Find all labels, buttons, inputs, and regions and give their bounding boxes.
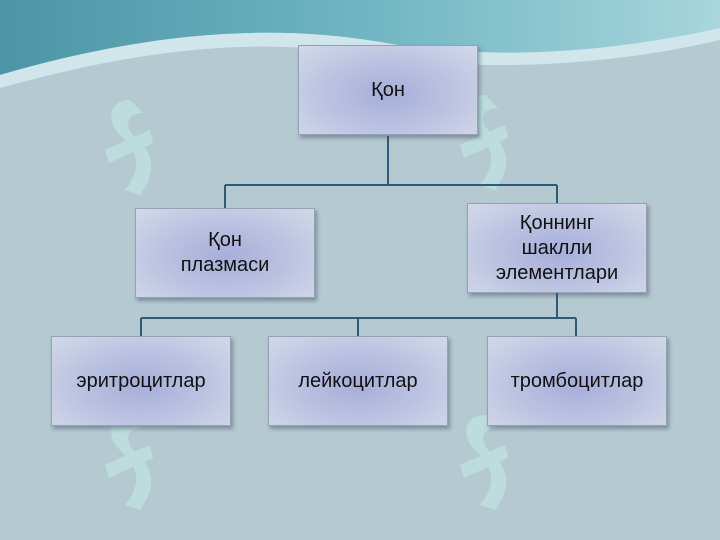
watermark-logo [450,410,530,520]
node-blood-plasma-label: Қон плазмаси [180,229,270,276]
node-erythrocytes-label: эритроцитлар [76,369,206,392]
node-thrombocytes-label: тромбоцитлар [510,369,644,392]
node-blood-plasma: Қон плазмаси [135,208,315,298]
node-blood-label: Қон [371,78,405,101]
node-thrombocytes: тромбоцитлар [487,336,667,426]
watermark-logo [95,95,175,205]
watermark-logo [95,410,175,520]
node-formed-elements: Қоннинг шаклли элементлари [467,203,647,293]
node-leukocytes-label: лейкоцитлар [298,369,418,392]
node-blood: Қон [298,45,478,135]
node-formed-elements-label: Қоннинг шаклли элементлари [495,211,619,284]
node-leukocytes: лейкоцитлар [268,336,448,426]
node-erythrocytes: эритроцитлар [51,336,231,426]
